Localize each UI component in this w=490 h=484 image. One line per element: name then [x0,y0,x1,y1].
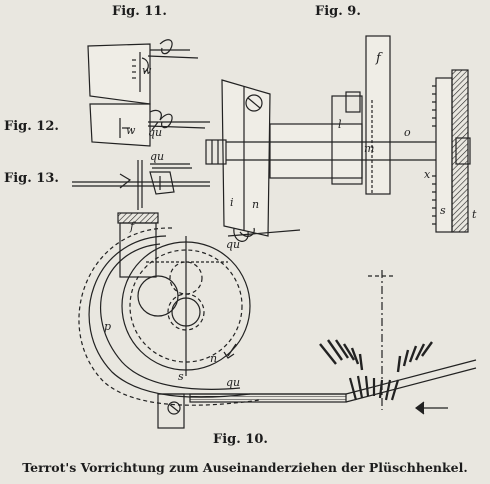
letter-f-fig9: f [375,51,383,66]
fig-9-label: Fig. 9. [315,4,361,19]
plate-caption: Terrot's Vorrichtung zum Auseinanderzieh… [22,460,468,475]
letter-s-fig10: s [178,370,184,383]
letter-qu-fig9: qu [226,238,240,251]
fig-10-drawing [78,212,477,429]
fig-13-label: Fig. 13. [4,171,59,186]
fig-11-drawing [87,39,199,105]
letter-qu-fig12: qu [148,126,162,139]
letter-n-fig10: n [210,352,217,365]
fig-10-label: Fig. 10. [213,432,268,447]
letter-i-fig9: i [230,196,234,209]
letter-m-fig9: m [364,142,374,155]
letter-qu-fig13: qu [150,150,164,163]
letter-l-fig9: l [338,118,342,131]
letter-w-fig11: w [142,64,152,77]
letter-o-fig9: o [404,126,411,139]
fig-13-drawing [72,160,210,210]
fig-12-drawing [89,103,210,147]
letter-p-fig10: p [104,320,111,333]
fig-9-drawing [205,35,471,242]
letter-qu-fig10: qu [226,376,240,389]
letter-t-fig9: t [472,208,477,221]
letter-w-fig12: w [126,124,136,137]
letter-f-fig10: f [129,220,136,233]
fig-12-label: Fig. 12. [4,119,59,134]
part-letters: w w qu qu f l o m x s t i n qu f p n s q… [104,51,477,389]
letter-x-fig9: x [424,168,431,181]
letter-s-fig9: s [440,204,446,217]
fig-11-label: Fig. 11. [112,4,167,19]
letter-n-fig9: n [252,198,259,211]
